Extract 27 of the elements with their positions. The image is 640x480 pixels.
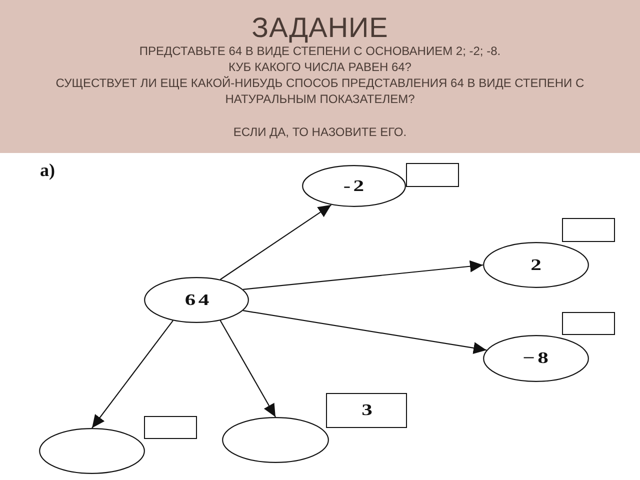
task-text: ПРЕДСТАВЬТЕ 64 В ВИДЕ СТЕПЕНИ С ОСНОВАНИЕМ 2; -2; -8. — [139, 43, 501, 59]
arrow — [92, 320, 174, 428]
oval-number: 64 — [183, 292, 212, 308]
oval-number: 2 — [530, 256, 544, 274]
task-text: СУЩЕСТВУЕТ ЛИ ЕЩЕ КАКОЙ-НИБУДЬ СПОСОБ ПРЕДСТАВЛЕНИЯ 64 В ВИДЕ СТЕПЕНИ С НАТУРАЛЬНЫМ ПОКАЗАТЕЛЕМ? — [54, 75, 586, 107]
oval — [483, 242, 589, 288]
answer-box — [406, 163, 459, 187]
arrow — [220, 320, 276, 418]
task-text: КУБ КАКОГО ЧИСЛА РАВЕН 64? — [228, 59, 412, 75]
answer-box — [562, 218, 615, 242]
oval — [483, 335, 589, 382]
oval-number: -2 — [342, 178, 368, 194]
oval — [222, 417, 329, 463]
task-text: ЕСЛИ ДА, ТО НАЗОВИТЕ ЕГО. — [233, 124, 407, 140]
answer-box — [144, 416, 197, 439]
answer-box — [326, 393, 407, 428]
answer-box — [562, 312, 615, 335]
oval-number: −8 — [522, 350, 552, 367]
answer-number: 3 — [360, 402, 375, 419]
slide-title: ЗАДАНИЕ — [252, 13, 388, 43]
oval — [302, 165, 406, 207]
oval — [144, 277, 249, 323]
oval — [39, 428, 145, 474]
part-label: а) — [40, 160, 55, 180]
arrow — [243, 260, 484, 290]
arrow — [243, 310, 487, 354]
arrow — [220, 204, 332, 280]
